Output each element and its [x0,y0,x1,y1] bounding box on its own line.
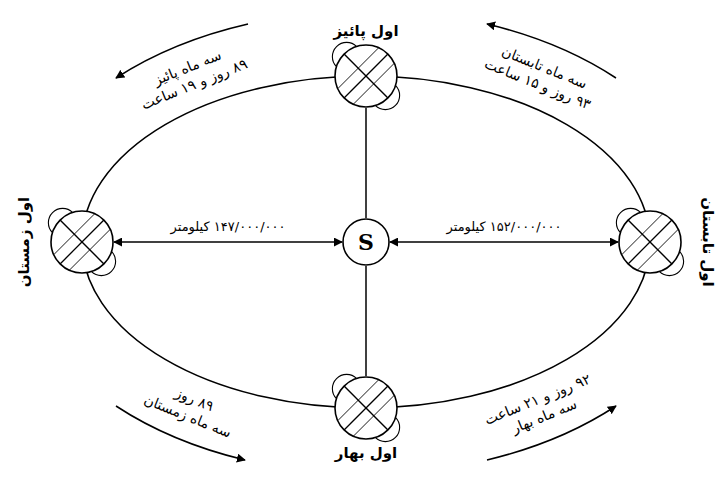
circle-outline [335,377,397,439]
polar-cap [48,208,72,232]
distance-label: ۱۴۷/۰۰۰/۰۰۰ کیلومتر [168,219,289,235]
tropic-line [622,214,663,255]
axis-line [365,266,367,376]
polar-cap [375,417,399,441]
season-heading: اول پائیز [333,22,398,40]
polar-cap [659,251,683,275]
tropic-line [353,395,394,436]
earth-outline [334,376,398,440]
season-length-group: سه ماه تابستان۹۳ روز و ۱۵ ساعت [482,39,600,114]
text-holder: اول بهار [335,444,398,462]
circle-outline [343,219,389,265]
tropic-line [338,380,379,421]
earth-outline [334,44,398,108]
earth-circle: اول بهار [334,376,398,440]
earth-circle: اول پائیز [334,44,398,108]
season-length-group: ۹۲ روز و ۲۱ ساعتسه ماه بهار [482,371,600,446]
text-holder: اول پائیز [333,22,398,40]
polar-cap [375,85,399,109]
polar-cap [616,208,640,232]
tropic-line [637,229,678,270]
polar-cap [332,374,356,398]
circle-outline [335,45,397,107]
tropic-line [353,63,394,104]
orbit-ellipse [82,76,650,408]
season-heading: اول تابستان [699,197,717,286]
text-holder: اول زمستان [15,197,33,287]
sun-letter: S [358,231,374,253]
season-heading: اول بهار [335,444,398,462]
tropic-line [54,214,95,255]
season-length-group: سه ماه پائیز۸۹ روز و ۱۹ ساعت [132,39,250,114]
earth-outline [50,210,114,274]
text-holder: اول تابستان [699,197,717,286]
polar-cap [332,42,356,66]
earth-circle: اول تابستان [618,210,682,274]
tropic-line [69,229,110,270]
distance-arrow [390,241,618,243]
season-heading: اول زمستان [15,197,33,287]
polar-cap [91,251,115,275]
tropic-line [338,48,379,89]
circle-outline [51,211,113,273]
distance-label: ۱۵۲/۰۰۰/۰۰۰ کیلومتر [444,219,565,235]
circle-outline [619,211,681,273]
text-holder: S [342,218,390,266]
season-length-group: ۸۹ روزسه ماه زمستان [141,374,240,441]
distance-arrow [114,241,342,243]
earth-outline [618,210,682,274]
sun-circle: S [342,218,390,266]
earth-circle: اول زمستان [50,210,114,274]
axis-line [365,108,367,218]
